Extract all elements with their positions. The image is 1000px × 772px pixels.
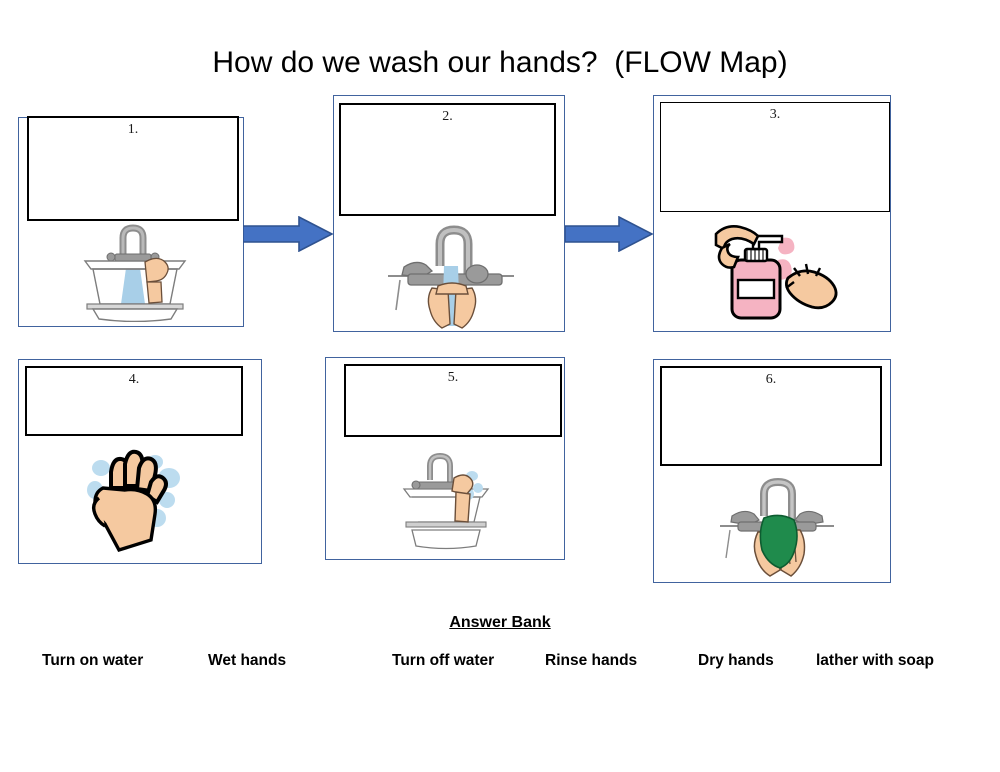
answer-bank-heading: Answer Bank [449, 614, 551, 631]
flow-panel-3[interactable]: 3. [653, 95, 891, 332]
flow-panel-6[interactable]: 6. [653, 359, 891, 583]
page-title: How do we wash our hands? (FLOW Map) [212, 46, 788, 79]
flow-panel-2[interactable]: 2. [333, 95, 565, 332]
step-number-2: 2. [442, 109, 453, 124]
step-number-1: 1. [127, 122, 139, 137]
hand-turning-off-faucet-icon [402, 452, 490, 550]
step-number-4: 4. [128, 372, 140, 387]
flow-panel-5[interactable]: 5. [325, 357, 565, 560]
answer-bank-word-dry-hands[interactable]: Dry hands [698, 652, 774, 669]
step-number-6: 6. [765, 372, 777, 387]
answer-box-5[interactable]: 5. [344, 364, 562, 437]
hands-under-faucet-water-icon [388, 225, 514, 329]
answer-bank-word-turn-off-water[interactable]: Turn off water [392, 652, 495, 669]
answer-bank-word-rinse-hands[interactable]: Rinse hands [545, 652, 638, 669]
soap-dispenser-pump-into-hand-icon [714, 225, 838, 320]
answer-box-3[interactable]: 3. [660, 102, 890, 212]
arrow-panel2-to-panel3-icon [565, 216, 653, 252]
flow-panel-4[interactable]: 4. [18, 359, 262, 564]
flow-panel-1[interactable]: 1. [18, 116, 244, 327]
answer-box-1[interactable]: 1. [27, 116, 239, 221]
answer-box-6[interactable]: 6. [660, 366, 882, 466]
answer-bank-word-turn-on-water[interactable]: Turn on water [42, 652, 144, 669]
arrow-panel1-to-panel2-icon [243, 216, 333, 252]
hands-drying-with-green-towel-icon [720, 477, 834, 577]
step-number-3: 3. [769, 107, 781, 122]
answer-box-4[interactable]: 4. [25, 366, 243, 436]
sink-running-water-with-hand-icon [83, 224, 187, 322]
answer-bank-word-lather-with-soap[interactable]: lather with soap [816, 652, 934, 669]
step-number-5: 5. [447, 370, 459, 385]
answer-box-2[interactable]: 2. [339, 103, 556, 216]
answer-bank-word-wet-hands[interactable]: Wet hands [208, 652, 287, 669]
hands-lathering-with-bubbles-icon [87, 449, 180, 553]
